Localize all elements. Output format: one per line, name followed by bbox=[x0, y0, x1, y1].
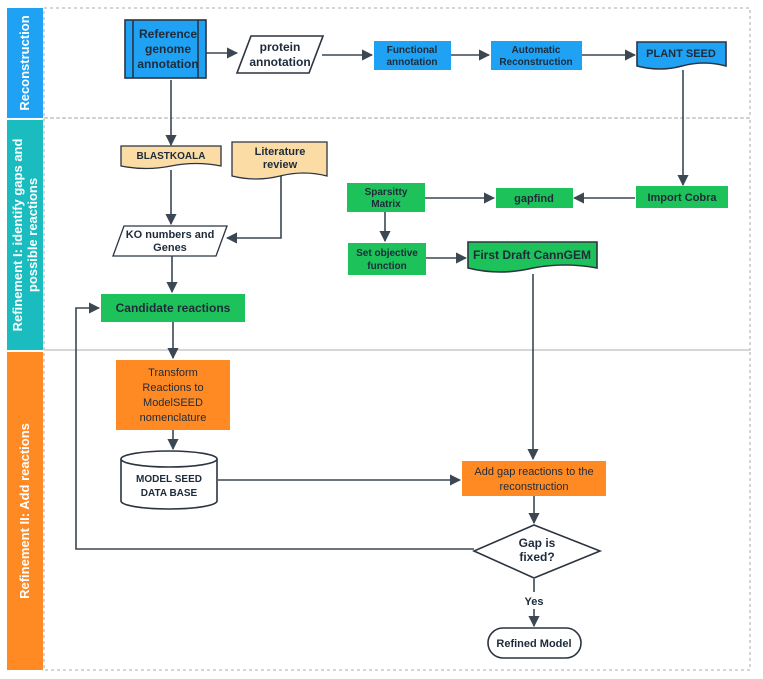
first-draft-label: First Draft CannGEM bbox=[473, 248, 591, 262]
node-literature-review: Literature review bbox=[231, 141, 328, 180]
reference-genome-line2: genome bbox=[145, 42, 191, 56]
literature-review-line2: review bbox=[263, 159, 298, 171]
node-sparsity-matrix: Sparsitty Matrix bbox=[347, 183, 425, 212]
arrow-literature-to-ko bbox=[225, 176, 282, 244]
plant-seed-label: PLANT SEED bbox=[646, 48, 716, 60]
reconstruction-bar bbox=[7, 8, 43, 118]
gapfind-label: gapfind bbox=[514, 193, 554, 205]
functional-annotation-line2: annotation bbox=[386, 57, 437, 68]
protein-annotation-line2: annotation bbox=[249, 55, 310, 69]
add-gap-reactions-line1: Add gap reactions to the bbox=[474, 466, 593, 478]
section-label-bars: Reconstruction Refinement I: identify ga… bbox=[7, 8, 43, 670]
set-objective-line1: Set objective bbox=[356, 248, 418, 259]
node-blastkoala: BLASTKOALA bbox=[120, 145, 222, 170]
refinement1-bar bbox=[7, 120, 43, 350]
node-import-cobra: Import Cobra bbox=[636, 186, 728, 208]
node-reference-genome: Reference genome annotation bbox=[124, 19, 207, 79]
import-cobra-label: Import Cobra bbox=[647, 192, 717, 204]
node-gap-fixed-decision: Gap is fixed? bbox=[472, 524, 603, 579]
refinement1-label-line1: Refinement I: identify gaps and bbox=[10, 139, 25, 332]
node-add-gap-reactions: Add gap reactions to the reconstruction bbox=[462, 461, 606, 496]
refinement2-frame bbox=[43, 349, 751, 671]
gap-fixed-line2: fixed? bbox=[519, 550, 554, 564]
model-seed-db-line1: MODEL SEED bbox=[136, 474, 202, 485]
yes-label: Yes bbox=[525, 596, 544, 608]
refinement1-frame bbox=[43, 117, 751, 351]
node-model-seed-db: MODEL SEED DATA BASE bbox=[120, 450, 218, 510]
node-transform-reactions: Transform Reactions to ModelSEED nomencl… bbox=[116, 360, 230, 430]
reference-genome-line1: Reference bbox=[139, 27, 197, 41]
reconstruction-label: Reconstruction bbox=[17, 15, 32, 110]
functional-annotation-line1: Functional bbox=[387, 45, 438, 56]
literature-review-line1: Literature bbox=[255, 146, 306, 158]
node-set-objective: Set objective function bbox=[348, 243, 426, 275]
node-gapfind: gapfind bbox=[496, 188, 573, 208]
transform-reactions-line4: nomenclature bbox=[140, 412, 207, 424]
transform-reactions-line2: Reactions to bbox=[142, 382, 203, 394]
gap-fixed-line1: Gap is bbox=[519, 536, 556, 550]
node-automatic-reconstruction: Automatic Reconstruction bbox=[491, 41, 582, 70]
ko-numbers-line1: KO numbers and bbox=[126, 229, 215, 241]
node-plant-seed: PLANT SEED bbox=[636, 41, 727, 70]
blastkoala-label: BLASTKOALA bbox=[137, 151, 206, 162]
set-objective-line2: function bbox=[367, 261, 406, 272]
refinement2-label: Refinement II: Add reactions bbox=[17, 423, 32, 599]
refinement1-label-line2: possible reactions bbox=[25, 178, 40, 292]
add-gap-reactions-line2: reconstruction bbox=[499, 481, 568, 493]
automatic-reconstruction-line2: Reconstruction bbox=[499, 57, 572, 68]
connectors bbox=[75, 47, 689, 628]
node-protein-annotation: protein annotation bbox=[235, 35, 325, 74]
node-candidate-reactions: Candidate reactions bbox=[101, 294, 245, 322]
ko-numbers-line2: Genes bbox=[153, 242, 187, 254]
sparsity-matrix-line2: Matrix bbox=[371, 199, 401, 210]
reference-genome-line3: annotation bbox=[137, 57, 198, 71]
candidate-reactions-label: Candidate reactions bbox=[116, 301, 231, 315]
node-first-draft: First Draft CannGEM bbox=[467, 241, 598, 273]
transform-reactions-line3: ModelSEED bbox=[143, 397, 203, 409]
section-frames bbox=[43, 7, 751, 671]
automatic-reconstruction-line1: Automatic bbox=[512, 45, 561, 56]
node-functional-annotation: Functional annotation bbox=[374, 41, 451, 70]
transform-reactions-line1: Transform bbox=[148, 367, 198, 379]
refinement2-bar bbox=[7, 352, 43, 670]
node-refined-model: Refined Model bbox=[487, 627, 582, 659]
refined-model-label: Refined Model bbox=[496, 638, 571, 650]
arrow-decision-loop-back bbox=[75, 302, 474, 550]
model-seed-db-line2: DATA BASE bbox=[141, 488, 198, 499]
sparsity-matrix-line1: Sparsitty bbox=[365, 187, 408, 198]
node-ko-numbers: KO numbers and Genes bbox=[112, 225, 228, 257]
protein-annotation-line1: protein bbox=[260, 40, 301, 54]
